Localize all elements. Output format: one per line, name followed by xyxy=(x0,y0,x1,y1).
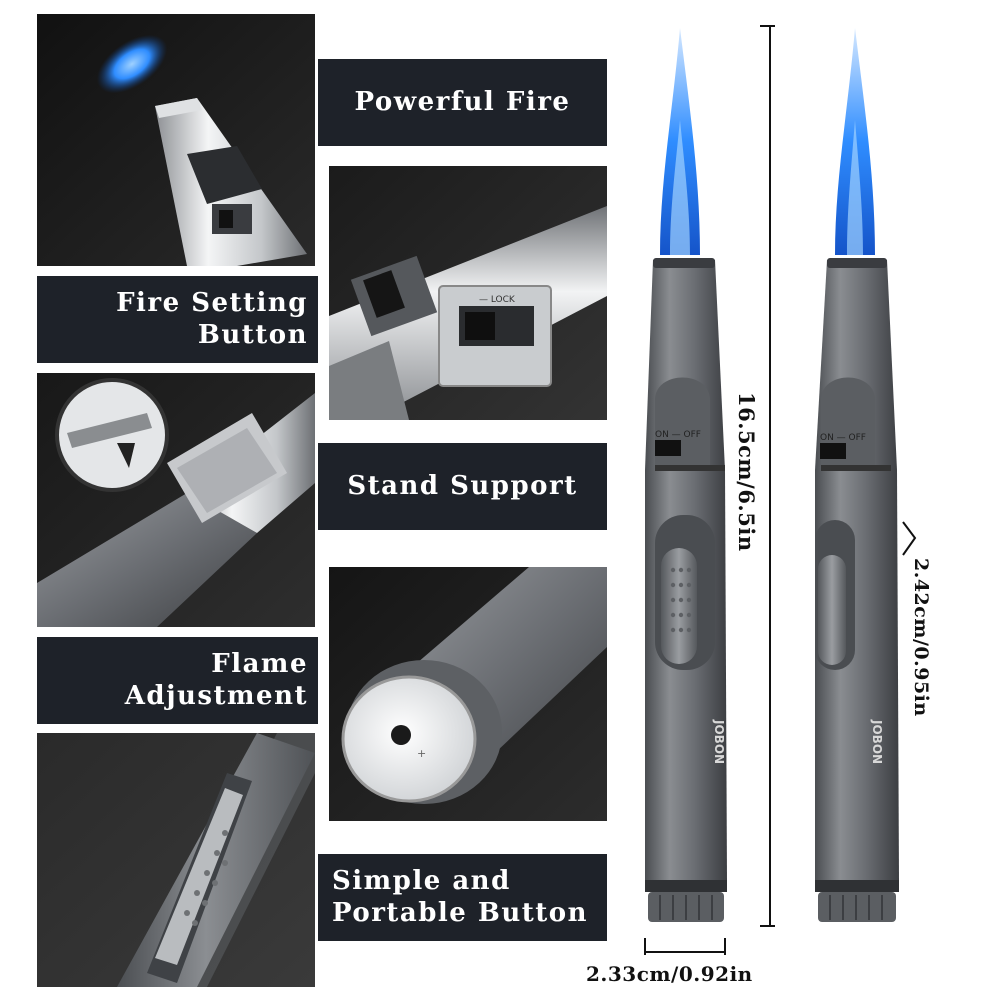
svg-text:+: + xyxy=(417,747,426,760)
photo-flame-tip xyxy=(37,14,315,266)
dimension-length: 16.5cm/6.5in xyxy=(734,392,759,552)
lighter-front: ON — OFF JOBON xyxy=(645,28,727,922)
photo-stand-support xyxy=(37,373,315,627)
label-flame-adjustment: Flame Adjustment xyxy=(37,637,318,724)
label-fire-setting-line2: Button xyxy=(197,319,308,350)
label-fire-setting: Fire Setting Button xyxy=(37,276,318,363)
lighter-front-brand: JOBON xyxy=(712,719,726,764)
height-bracket xyxy=(760,25,775,927)
label-portable-button: Simple and Portable Button xyxy=(318,854,607,941)
dimension-depth: 2.42cm/0.95in xyxy=(910,558,932,717)
label-fire-setting-line1: Fire Setting xyxy=(116,288,308,319)
lighter-side: ON — OFF JOBON xyxy=(815,28,899,922)
label-flame-adjust-line2: Adjustment xyxy=(124,680,308,711)
photo-flame-adjustment: + xyxy=(329,567,607,821)
depth-marker xyxy=(902,521,917,556)
label-powerful-fire: Powerful Fire xyxy=(318,59,607,146)
dimension-width: 2.33cm/0.92in xyxy=(586,962,753,986)
svg-text:ON — OFF: ON — OFF xyxy=(820,433,866,443)
label-flame-adjust-line1: Flame xyxy=(211,649,308,680)
width-bracket xyxy=(644,938,726,955)
label-stand-support: Stand Support xyxy=(318,443,607,530)
photo-portable-button xyxy=(37,733,315,987)
photo-lock-switch: — LOCK xyxy=(329,166,607,420)
label-powerful-fire-text: Powerful Fire xyxy=(354,86,571,117)
label-portable-line1: Simple and xyxy=(332,866,511,897)
closeup-lock-text: — LOCK xyxy=(479,295,516,305)
lighter-front-switch-text: ON — OFF xyxy=(655,430,701,440)
label-portable-line2: Portable Button xyxy=(332,897,589,928)
svg-text:JOBON: JOBON xyxy=(870,719,884,764)
label-stand-support-text: Stand Support xyxy=(347,470,578,501)
product-lighters-illustration: ON — OFF JOBON xyxy=(615,0,1000,1000)
